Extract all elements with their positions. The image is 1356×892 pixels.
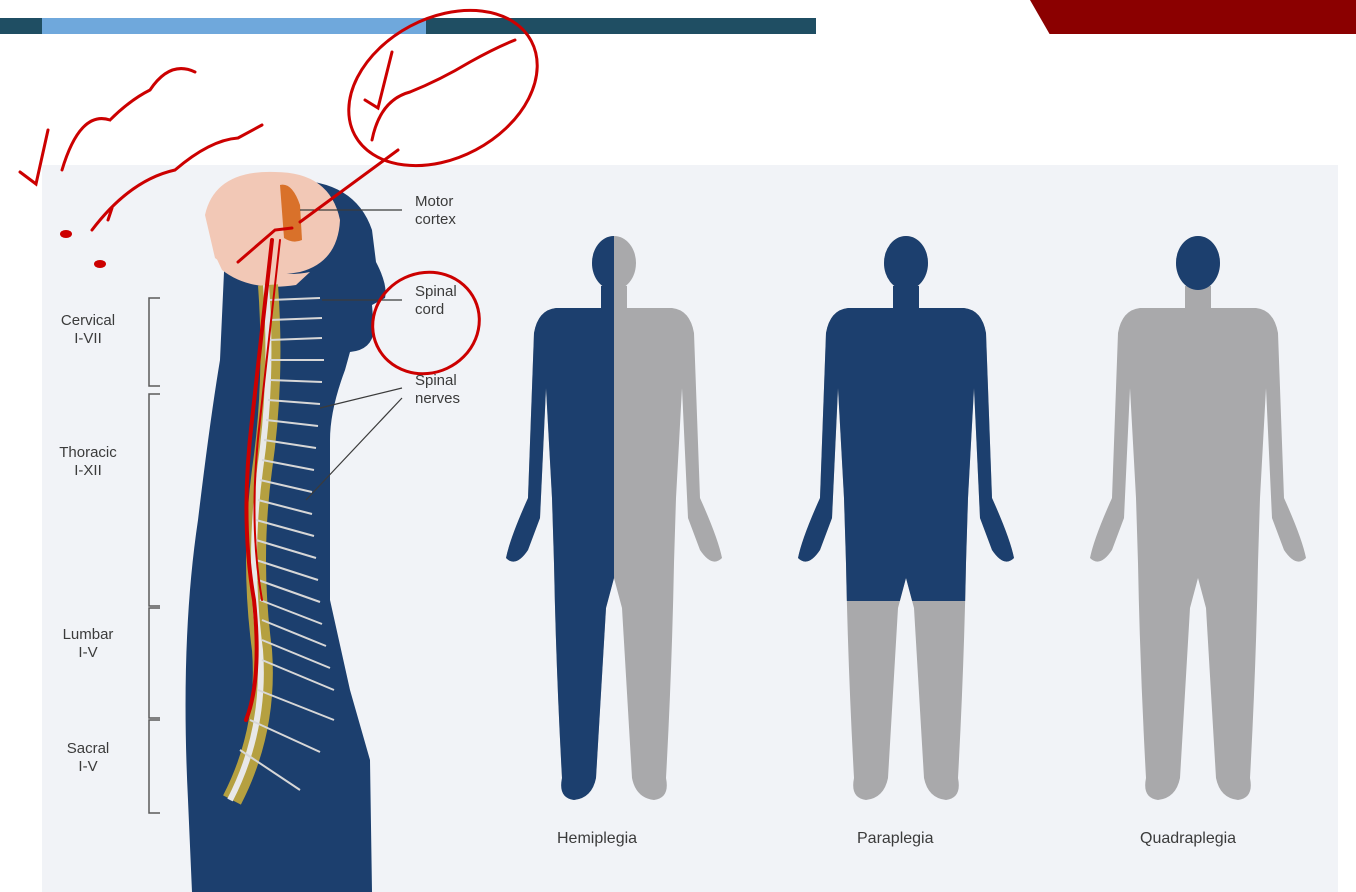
hemiplegia-figure <box>506 236 722 800</box>
annotation-dots <box>60 230 106 268</box>
region-brackets <box>149 298 160 813</box>
caption-paraplegia: Paraplegia <box>857 830 934 848</box>
region-cervical: Cervical I-VII <box>28 312 148 348</box>
label-motor-cortex: Motor cortex <box>415 193 456 229</box>
caption-hemiplegia: Hemiplegia <box>557 830 637 848</box>
region-thoracic: Thoracic I-XII <box>28 444 148 480</box>
caption-quadraplegia: Quadraplegia <box>1140 830 1236 848</box>
region-lumbar: Lumbar I-V <box>28 626 148 662</box>
label-spinal-cord: Spinal cord <box>415 283 457 319</box>
quadraplegia-figure <box>1090 236 1306 800</box>
region-sacral: Sacral I-V <box>28 740 148 776</box>
label-spinal-nerves: Spinal nerves <box>415 372 460 408</box>
side-body <box>186 172 386 892</box>
paraplegia-figure <box>798 236 1014 800</box>
